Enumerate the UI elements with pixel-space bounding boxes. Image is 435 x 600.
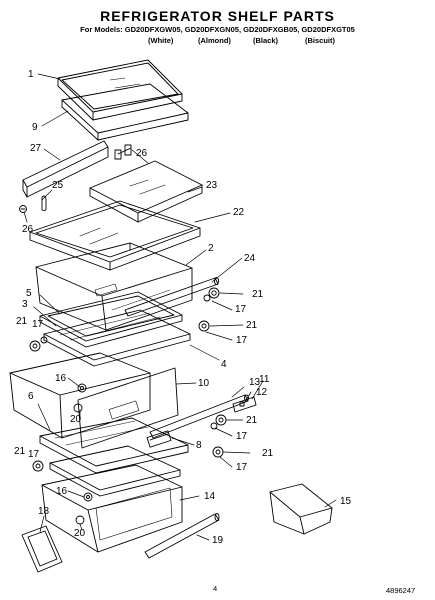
part-meat-drawer — [9, 352, 151, 439]
part-shelf-rail — [22, 140, 109, 198]
part-crisper-cover-frame — [39, 291, 183, 348]
callout-13: 13 — [249, 377, 261, 388]
part-drawer-tube-lower — [144, 513, 220, 559]
callout-labels: 1 9 27 26 25 26 23 22 2 24 21 5 3 17 21 … — [14, 69, 352, 546]
callout-21-e: 21 — [14, 446, 26, 457]
part-shelf-screw-top — [114, 144, 132, 160]
callout-21-b: 21 — [16, 316, 28, 327]
color-label-black: (Black) — [253, 36, 279, 45]
part-roller-mid-right — [210, 414, 227, 458]
part-meat-drawer-front — [77, 367, 179, 449]
callout-16-b: 16 — [56, 486, 68, 497]
callout-17-f: 17 — [236, 462, 248, 473]
callout-2: 2 — [208, 243, 214, 254]
part-crisper-control — [73, 383, 87, 413]
part-drawer-tube-upper — [124, 277, 219, 317]
page-number: 4 — [213, 584, 218, 593]
page-title: REFRIGERATOR SHELF PARTS — [100, 8, 335, 24]
part-pan-cover — [39, 417, 189, 474]
callout-20-a: 20 — [70, 414, 82, 425]
callout-17-a: 17 — [235, 304, 247, 315]
part-roller-lower-left — [32, 460, 44, 472]
part-pan-glass — [49, 445, 181, 497]
callout-12: 12 — [256, 387, 268, 398]
callout-19: 19 — [212, 535, 224, 546]
callout-6: 6 — [28, 391, 34, 402]
callout-18: 18 — [38, 506, 50, 517]
callout-22: 22 — [233, 207, 245, 218]
callout-3: 3 — [22, 299, 28, 310]
leader-lines — [23, 73, 337, 541]
color-label-white: (White) — [148, 36, 174, 45]
part-upper-glass-shelf — [89, 160, 203, 223]
document-number: 4896247 — [386, 586, 416, 595]
part-label-panel — [21, 525, 63, 573]
part-drawer-roller-bottom — [75, 492, 93, 525]
part-door-bin — [269, 483, 333, 535]
part-roller-left — [29, 336, 48, 352]
callout-17-b: 17 — [32, 319, 44, 330]
callout-9: 9 — [32, 122, 38, 133]
color-label-almond: (Almond) — [198, 36, 231, 45]
callout-21-a: 21 — [252, 289, 264, 300]
callout-21-f: 21 — [262, 448, 274, 459]
callout-10: 10 — [198, 378, 210, 389]
part-roller-right — [198, 320, 210, 332]
part-top-glass-shelf — [57, 59, 183, 121]
callout-21-c: 21 — [246, 320, 258, 331]
callout-4: 4 — [221, 359, 227, 370]
part-lower-glass-shelf — [29, 200, 201, 271]
callout-11: 11 — [259, 374, 270, 385]
callout-16-a: 16 — [55, 373, 67, 384]
part-shelf-frame — [61, 83, 189, 141]
part-crisper-cover-glass — [43, 309, 191, 367]
callout-24: 24 — [244, 253, 256, 264]
model-list: For Models: GD20DFXGW05, GD20DFXGN05, GD… — [80, 25, 355, 34]
callout-20-b: 20 — [74, 528, 86, 539]
color-label-biscuit: (Biscuit) — [305, 36, 335, 45]
callout-21-d: 21 — [246, 415, 258, 426]
callout-17-d: 17 — [236, 431, 248, 442]
callout-1: 1 — [28, 69, 34, 80]
part-roller-upper-right — [203, 287, 220, 302]
part-crisper-drawer-upper — [35, 242, 193, 331]
part-shelf-clip — [41, 195, 47, 212]
callout-26-top: 26 — [136, 148, 148, 159]
part-slide-bracket — [232, 396, 257, 413]
callout-26-bottom: 26 — [22, 224, 34, 235]
callout-23: 23 — [206, 180, 218, 191]
callout-25: 25 — [52, 180, 64, 191]
callout-27: 27 — [30, 143, 42, 154]
callout-14: 14 — [204, 491, 216, 502]
callout-15: 15 — [340, 496, 352, 507]
part-bottom-drawer — [41, 464, 183, 553]
callout-5: 5 — [26, 288, 32, 299]
part-shelf-screw-bottom — [19, 205, 27, 213]
callout-8: 8 — [196, 440, 202, 451]
callout-17-c: 17 — [236, 335, 248, 346]
callout-17-e: 17 — [28, 449, 40, 460]
